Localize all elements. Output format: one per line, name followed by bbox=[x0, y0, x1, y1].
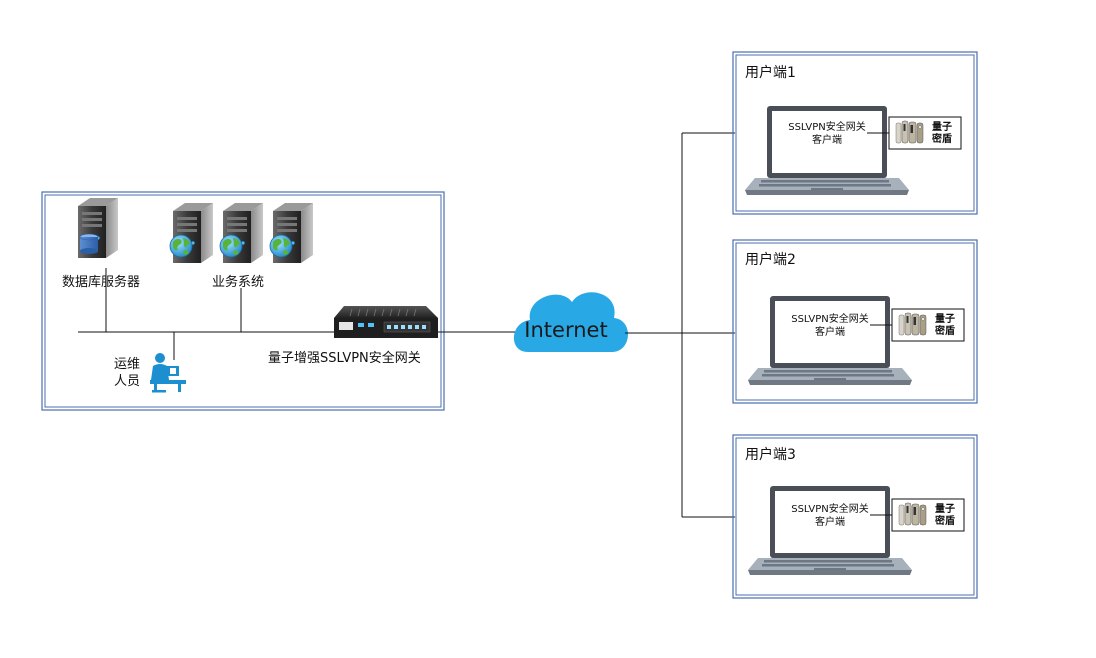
ops-person-label: 运维 人员 bbox=[114, 356, 140, 390]
business-system-label: 业务系统 bbox=[212, 275, 265, 290]
datacenter-frame bbox=[41, 191, 445, 411]
client-3-screen-line2: 客户端 bbox=[815, 517, 845, 528]
client-1-key-line1: 量子 bbox=[932, 122, 952, 133]
client-3-frame bbox=[732, 434, 978, 599]
client-1-key-label: 量子 密盾 bbox=[932, 122, 952, 146]
gateway-label: 量子增强SSLVPN安全网关 bbox=[268, 351, 421, 366]
client-2-screen-text: SSLVPN安全网关 客户端 bbox=[775, 313, 885, 339]
client-3-laptop-icon bbox=[748, 486, 912, 575]
client-1-screen-line1: SSLVPN安全网关 bbox=[788, 122, 866, 133]
wan-links bbox=[444, 132, 735, 518]
ops-label-line1: 运维 bbox=[114, 357, 141, 372]
lan-bus bbox=[78, 268, 512, 360]
db-server-label: 数据库服务器 bbox=[62, 275, 141, 290]
internet-cloud-icon bbox=[513, 292, 629, 352]
client-3-key-line2: 密盾 bbox=[935, 516, 955, 527]
key-links bbox=[867, 132, 892, 516]
client-2-frame bbox=[732, 239, 978, 404]
client-3-screen-text: SSLVPN安全网关 客户端 bbox=[775, 503, 885, 529]
client-1-frame bbox=[732, 51, 978, 215]
client-1-screen-text: SSLVPN安全网关 客户端 bbox=[772, 121, 882, 147]
client-1-laptop-icon bbox=[745, 106, 909, 195]
client-2-title: 用户端2 bbox=[745, 252, 796, 268]
client-3-key-line1: 量子 bbox=[935, 504, 955, 515]
client-3-title: 用户端3 bbox=[745, 447, 796, 463]
client-2-screen-line2: 客户端 bbox=[815, 327, 845, 338]
ops-person-icon bbox=[150, 353, 186, 393]
client-2-key-line2: 密盾 bbox=[935, 326, 955, 337]
database-server-icon bbox=[78, 198, 118, 258]
client-2-key-label: 量子 密盾 bbox=[935, 314, 955, 338]
client-2-laptop-icon bbox=[748, 296, 912, 385]
business-servers-icon bbox=[169, 203, 313, 263]
client-3-screen-line1: SSLVPN安全网关 bbox=[791, 504, 869, 515]
client-3-key-label: 量子 密盾 bbox=[935, 504, 955, 528]
internet-label: Internet bbox=[524, 318, 608, 342]
client-2-screen-line1: SSLVPN安全网关 bbox=[791, 314, 869, 325]
gateway-appliance-icon bbox=[334, 306, 438, 338]
client-1-key-line2: 密盾 bbox=[932, 134, 952, 145]
client-2-key-line1: 量子 bbox=[935, 314, 955, 325]
client-1-title: 用户端1 bbox=[745, 65, 796, 81]
client-1-screen-line2: 客户端 bbox=[812, 135, 842, 146]
ops-label-line2: 人员 bbox=[114, 374, 141, 389]
